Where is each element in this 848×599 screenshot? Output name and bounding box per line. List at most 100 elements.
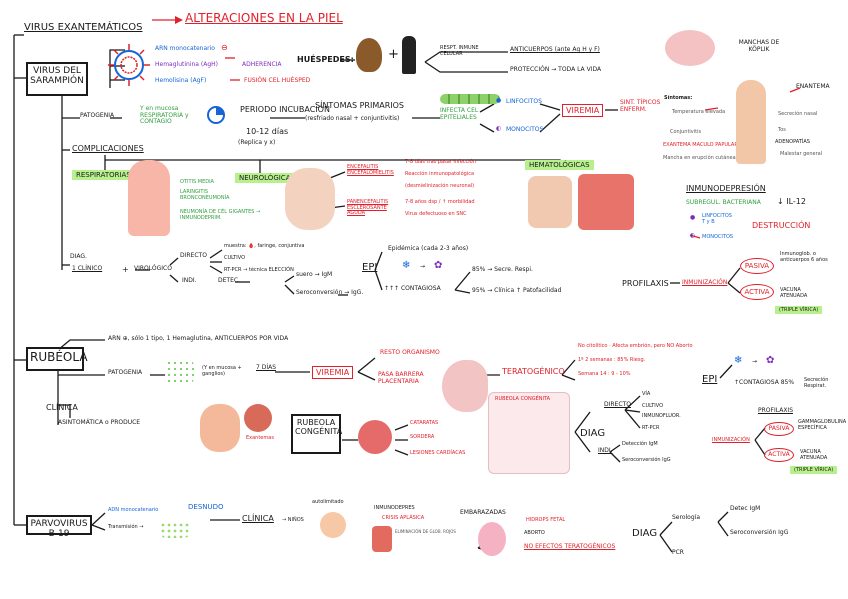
complicaciones-label: COMPLICACIONES (72, 144, 144, 153)
rubeola-asint: ASINTOMÁTICA o PRODUCE (58, 419, 141, 426)
adherencia-label: ADHERENCIA (242, 61, 282, 68)
parvovirus-autolimitado: autolimitado (312, 499, 344, 505)
neurologicas-label: NEUROLÓGICAS (235, 173, 299, 183)
rubeola-directo: DIRECTO (604, 401, 631, 408)
parvovirus-seroconv: Seroconversión IgG (730, 529, 789, 536)
vacuna-label: VACUNA ATENUADA (780, 287, 808, 299)
pan-detalle-1: 7-8 años dsp / ↑ morbilidad (405, 199, 475, 205)
panencefalitis-label: PANENCEFALITIS ESCLEROSANTE AGUDA (347, 199, 389, 216)
congenita-icons (358, 420, 392, 454)
anticuerpos-label: ANTICUERPOS (ante Ag H y F) (510, 46, 600, 53)
huespedes-label: HUÉSPEDES: (297, 55, 354, 64)
sintoma-item: Temperatura elevada (672, 109, 726, 115)
activa-node: ACTIVA (740, 284, 774, 300)
parvovirus-no-efectos: NO EFECTOS TERATOGÉNICOS (524, 543, 616, 550)
hematologicas-label: HEMATOLÓGICAS (525, 160, 594, 170)
contagiosa-label: ↑↑↑ CONTAGIOSA (384, 285, 441, 292)
rubeola-pasiva: PASIVA (764, 422, 794, 436)
monocitos-label: MONOCITOS (506, 126, 544, 133)
rubeola-activa: ACTIVA (764, 448, 794, 462)
virus-structure-icon (108, 44, 150, 86)
snowflake-icon: ❄ (402, 260, 411, 271)
sintomas-primarios: SÍNTOMAS PRIMARIOS (315, 101, 405, 110)
arrow-icon: → (420, 263, 426, 270)
rubeola-teratogenico: TERATOGÉNICO (502, 367, 565, 376)
rubeola-arn: ARN ⊕, sólo 1 tipo, 1 Hemaglutina, ANTIC… (108, 335, 289, 342)
sintomas-title: Síntomas: (664, 95, 693, 101)
virologico-label: VIROLÓGICO (134, 265, 172, 272)
rubeola-inmunizacion: INMUNIZACIÓN (712, 437, 750, 443)
parvovirus-transmision: Transmisión → (108, 524, 144, 530)
sintoma-item: Malestar general (780, 151, 823, 157)
patogenia-label: PATOGENIA (80, 112, 115, 119)
enc-detalle-2: Reacción inmunopatológica (405, 171, 475, 177)
clinico-label: 1 CLÍNICO (72, 265, 103, 272)
il12-label: ↓ IL-12 (777, 197, 806, 206)
rubeola-cultivo: CULTIVO (642, 403, 664, 409)
panel-title: RUBEOLA CONGÉNITA (495, 396, 551, 402)
respiratorias-label: RESPIRATORIAS (72, 170, 135, 180)
enantema-label: ENANTEMA (796, 83, 830, 90)
pasiva-detalle: Inmunoglob. o anticuerpos 6 años (780, 251, 828, 263)
linfocitos-label: LINFOCITOS (506, 98, 542, 105)
parvovirus-detec: Detec IgM (730, 505, 761, 512)
child-face-icon (320, 512, 346, 538)
human-icon (402, 36, 416, 74)
rubeola-exantema: Exantemas (246, 435, 274, 441)
p95-label: 95% → Clínica ↑ Patofacilidad (472, 287, 562, 294)
blood-tube-icon (372, 526, 392, 552)
enc-detalle-1: 7-8 días tras pasar infección (405, 159, 476, 165)
bullet-icon: ◐ (690, 232, 696, 239)
parvovirus-embarazadas: EMBARAZADAS (460, 509, 506, 516)
legs-icon (528, 176, 572, 228)
dias-label: 10-12 días (246, 127, 289, 136)
resp-item: OTITIS MEDIA (180, 179, 214, 185)
fetus-icon (442, 360, 488, 412)
parvovirus-box: PARVOVIRUS B-19 (26, 515, 92, 539)
mouth-koplik-icon (665, 30, 715, 66)
parvovirus-inmunodep: INMUNODEPRES (374, 505, 415, 511)
sintoma-item: EXANTEMA MACULO PAPULAR (663, 142, 738, 148)
seroconv-label: Seroconversión → IgG. (296, 289, 364, 296)
rubeola-sordera: SORDERA (410, 434, 435, 440)
snowflake-icon: ❄ (734, 355, 743, 366)
parvovirus-diag: DIAG (632, 528, 658, 539)
child-rash-icon (200, 404, 240, 452)
monocitos2-label: MONOCITOS (702, 234, 734, 240)
indi-label: INDI. (182, 277, 197, 284)
minus-icon: ⊖ (221, 43, 228, 52)
rubeola-dias: 7 DÍAS (256, 364, 277, 371)
inmunodepresion-label: INMUNODEPRESIÓN (686, 184, 766, 193)
enc-detalle-3: (desmielinización neuronal) (405, 183, 475, 189)
bullet-icon: ● (496, 97, 502, 104)
rubeola-semanas1: 1º 2 semanas : 85% Riesg. (578, 357, 646, 363)
fusion-label: FUSIÓN CEL HUÉSPED (244, 77, 311, 84)
page-title: VIRUS EXANTEMÁTICOS (24, 22, 143, 33)
rubeola-indi: INDI. (598, 447, 613, 454)
rubeola-secrecion: Secreción Respirat. (804, 377, 829, 389)
parvovirus-adn: ADN monocatenario (108, 507, 159, 513)
sintoma-item: Mancha en erupción cutánea (663, 155, 736, 161)
triple-label: (TRIPLE VÍRICA) (775, 306, 823, 314)
rubeola-barrera: PASA BARRERA PLACENTARIA (378, 371, 424, 385)
rubeola-lesiones: LESIONES CARDÍACAS (410, 450, 466, 456)
rubeola-clinica: CLÍNICA (46, 403, 78, 412)
resp-item: NEUMONÍA DE CÉL GIGANTES → INMUNODEPRIM. (180, 209, 261, 221)
epidemica-label: Epidémica (cada 2-3 años) (388, 245, 469, 252)
via-label: Y en mucosa RESPIRATORIA y CONTAGIO (140, 105, 189, 126)
rubeola-detec: Detección IgM (622, 441, 658, 447)
detec-label: DETEC. (218, 277, 240, 284)
rubeola-diag: DIAG (580, 428, 606, 439)
rubeola-cataratas: CATARATAS (410, 420, 439, 426)
rubeola-citolitico: No citolítico · Afecta embrión, pero NO … (578, 343, 693, 349)
flower-icon: ✿ (434, 260, 443, 271)
monkey-icon (356, 38, 382, 72)
rubeola-epi: EPI (702, 374, 718, 385)
rubeola-box: RUBÉOLA (26, 347, 88, 371)
rubeola-gamma: GAMMAGLOBULINA ESPECÍFICA (798, 419, 847, 431)
sintoma-item: Secreción nasal (778, 111, 818, 117)
parvovirus-aborto: ABORTO (524, 530, 545, 536)
page-subtitle: ALTERACIONES EN LA PIEL (185, 11, 343, 25)
cultivo-label: CULTIVO (224, 255, 246, 261)
clock-icon (207, 106, 225, 124)
